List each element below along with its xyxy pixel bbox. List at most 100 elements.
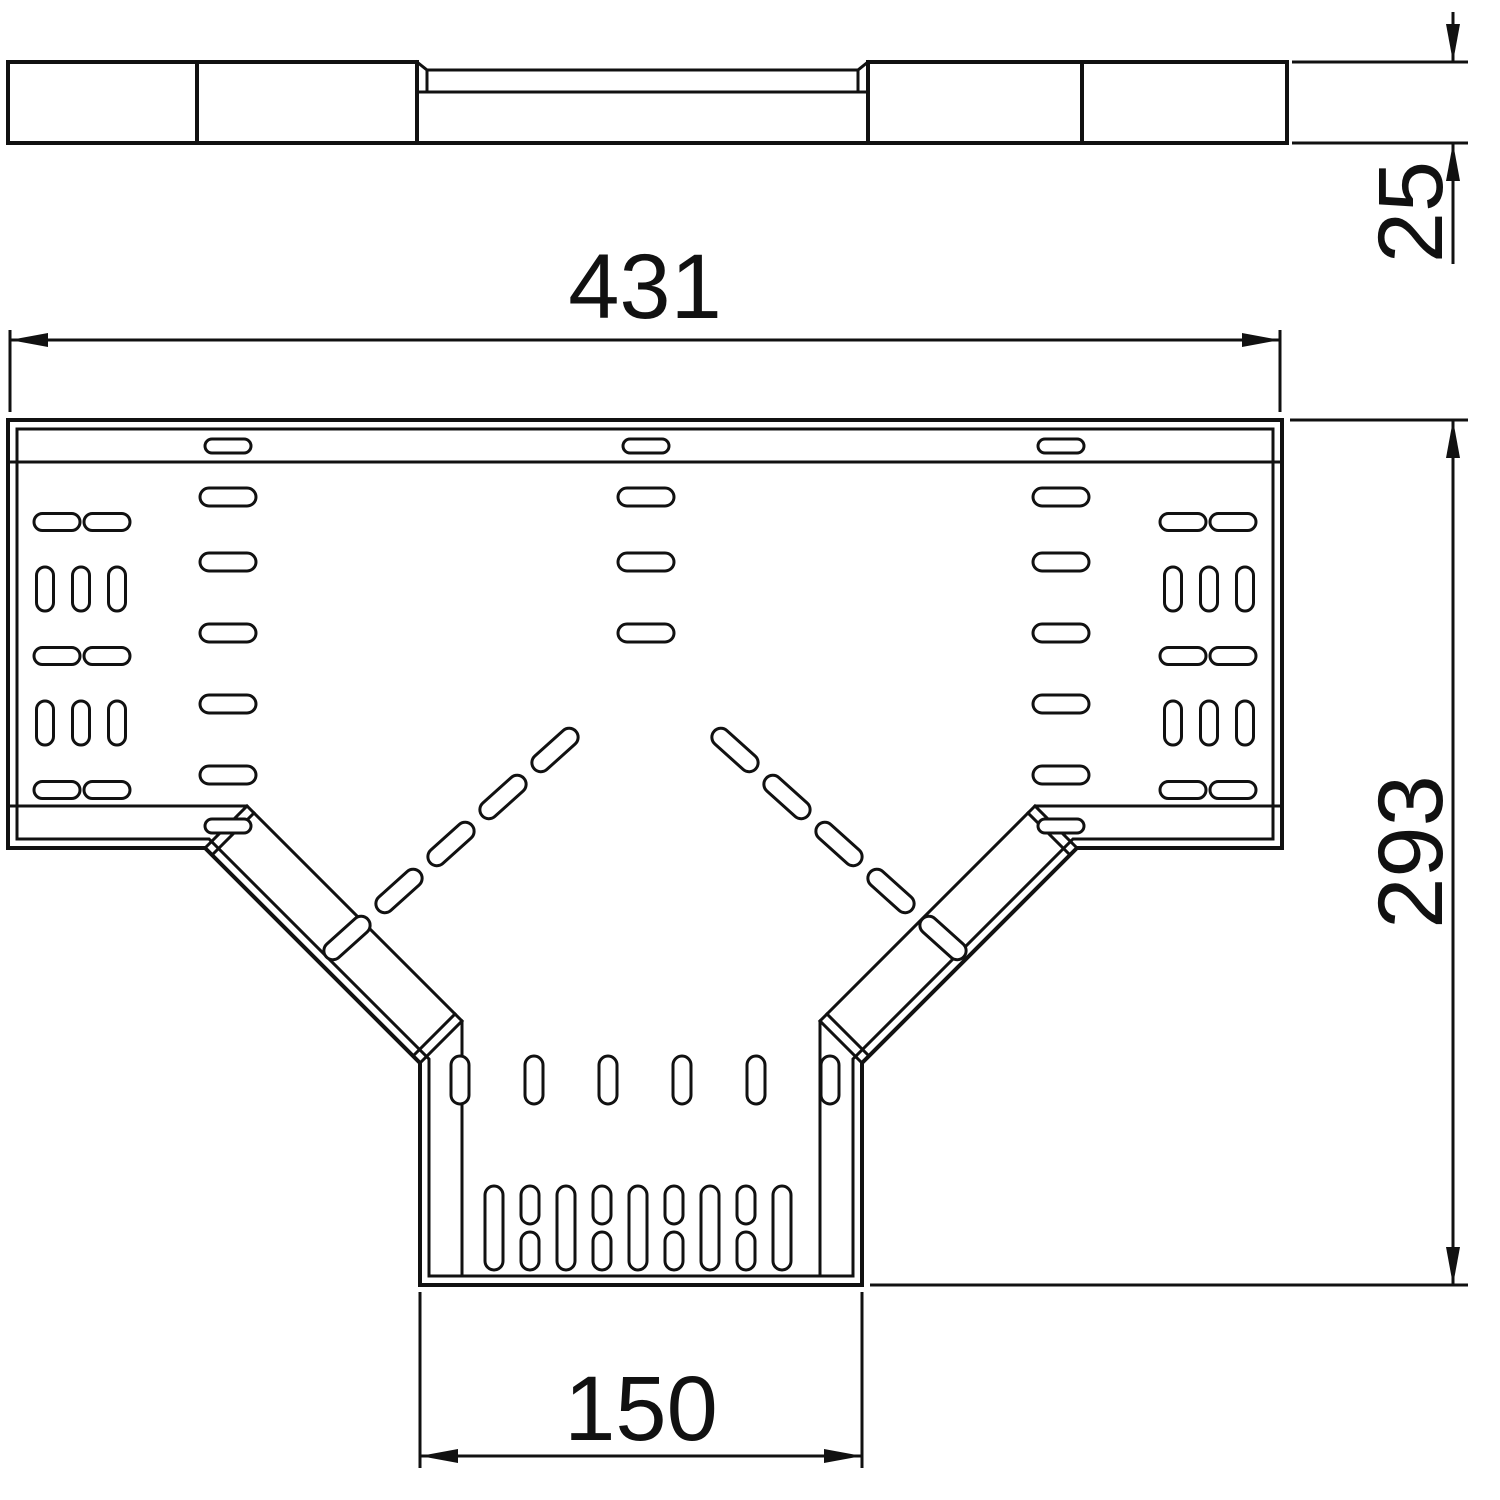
perforation-slot	[663, 1184, 685, 1226]
perforation-slot	[71, 699, 91, 747]
perforation-slot	[107, 699, 127, 747]
perforation-slot	[735, 1230, 757, 1272]
perforation-slot	[745, 1054, 767, 1106]
perforation-slot	[621, 437, 671, 455]
perforation-slot	[82, 512, 132, 532]
perforations	[32, 437, 1258, 1272]
perforation-slot	[198, 622, 258, 644]
perforation-slot	[198, 764, 258, 786]
perforation-slot	[32, 512, 82, 532]
perforation-slot	[32, 780, 82, 800]
mitre-joint	[817, 1018, 865, 1066]
perforation-slot	[523, 1054, 545, 1106]
perforation-slot	[819, 1054, 841, 1106]
dim-depth: 293	[870, 418, 1468, 1287]
side-view	[6, 59, 1289, 145]
perforation-slot	[814, 820, 864, 868]
perforation-slot	[1036, 817, 1086, 835]
perforation-slot	[198, 551, 258, 573]
perforation-slot	[374, 867, 424, 915]
arrowhead	[420, 1449, 458, 1463]
perforation-slot	[32, 646, 82, 666]
perforation-slot	[530, 726, 580, 774]
perforation-slot	[1163, 565, 1183, 613]
perforation-slot	[1031, 764, 1091, 786]
dim-label-width: 431	[568, 236, 722, 338]
perforation-slot	[449, 1054, 471, 1106]
perforation-slot	[1208, 646, 1258, 666]
arrowhead	[824, 1449, 862, 1463]
perforation-slot	[671, 1054, 693, 1106]
arrowhead	[1446, 1247, 1460, 1285]
perforation-slot	[322, 914, 372, 962]
perforation-slot	[82, 780, 132, 800]
perforation-slot	[710, 726, 760, 774]
perforation-slot	[555, 1184, 577, 1272]
perforation-slot	[71, 565, 91, 613]
perforation-slot	[735, 1184, 757, 1226]
perforation-slot	[519, 1184, 541, 1226]
perforation-slot	[1031, 622, 1091, 644]
perforation-slot	[198, 486, 258, 508]
perforation-slot	[35, 565, 55, 613]
perforation-slot	[1158, 512, 1208, 532]
dim-label-height: 25	[1360, 161, 1462, 263]
perforation-slot	[198, 693, 258, 715]
dim-overall-width: 431	[8, 236, 1282, 412]
perforation-slot	[1036, 437, 1086, 455]
perforation-slot	[1158, 646, 1208, 666]
dim-side-height: 25	[1292, 12, 1468, 264]
perforation-slot	[107, 565, 127, 613]
perforation-slot	[771, 1184, 793, 1272]
perforation-slot	[1208, 512, 1258, 532]
perforation-slot	[1235, 565, 1255, 613]
perforation-slot	[1208, 780, 1258, 800]
perforation-slot	[519, 1230, 541, 1272]
perforation-slot	[1031, 551, 1091, 573]
dim-label-branch: 150	[564, 1358, 718, 1460]
perforation-slot	[663, 1230, 685, 1272]
perforation-slot	[699, 1184, 721, 1272]
perforation-slot	[82, 646, 132, 666]
arrowhead	[10, 333, 48, 347]
mitre-joint	[417, 1018, 465, 1066]
mitre-joint	[410, 1011, 458, 1059]
perforation-slot	[591, 1230, 613, 1272]
left-flange-line	[6, 804, 464, 1278]
perforation-slot	[616, 622, 676, 644]
perforation-slot	[627, 1184, 649, 1272]
arrowhead	[1446, 143, 1460, 181]
perforation-slot	[35, 699, 55, 747]
perforation-slot	[1163, 699, 1183, 747]
arrowhead	[1446, 420, 1460, 458]
perforation-slot	[616, 486, 676, 508]
perforation-slot	[203, 437, 253, 455]
perforation-slot	[597, 1054, 619, 1106]
outer-contour	[6, 418, 1284, 1287]
perforation-slot	[1031, 486, 1091, 508]
plan-view	[6, 418, 1284, 1287]
perforation-slot	[478, 773, 528, 821]
dim-branch-width: 150	[418, 1292, 864, 1468]
perforation-slot	[1031, 693, 1091, 715]
perforation-slot	[1158, 780, 1208, 800]
perforation-slot	[762, 773, 812, 821]
perforation-slot	[483, 1184, 505, 1272]
arrowhead	[1242, 333, 1280, 347]
perforation-slot	[426, 820, 476, 868]
perforation-slot	[1235, 699, 1255, 747]
perforation-slot	[616, 551, 676, 573]
perforation-slot	[1199, 699, 1219, 747]
right-flange-line	[818, 804, 1284, 1278]
perforation-slot	[918, 914, 968, 962]
perforation-slot	[591, 1184, 613, 1226]
mitre-joint	[824, 1011, 872, 1059]
inner-contour	[15, 427, 1275, 1278]
perforation-slot	[203, 817, 253, 835]
perforation-slot	[1199, 565, 1219, 613]
perforation-slot	[866, 867, 916, 915]
arrowhead	[1446, 24, 1460, 62]
dimensions-layer: 431 25 293 150	[8, 12, 1468, 1468]
